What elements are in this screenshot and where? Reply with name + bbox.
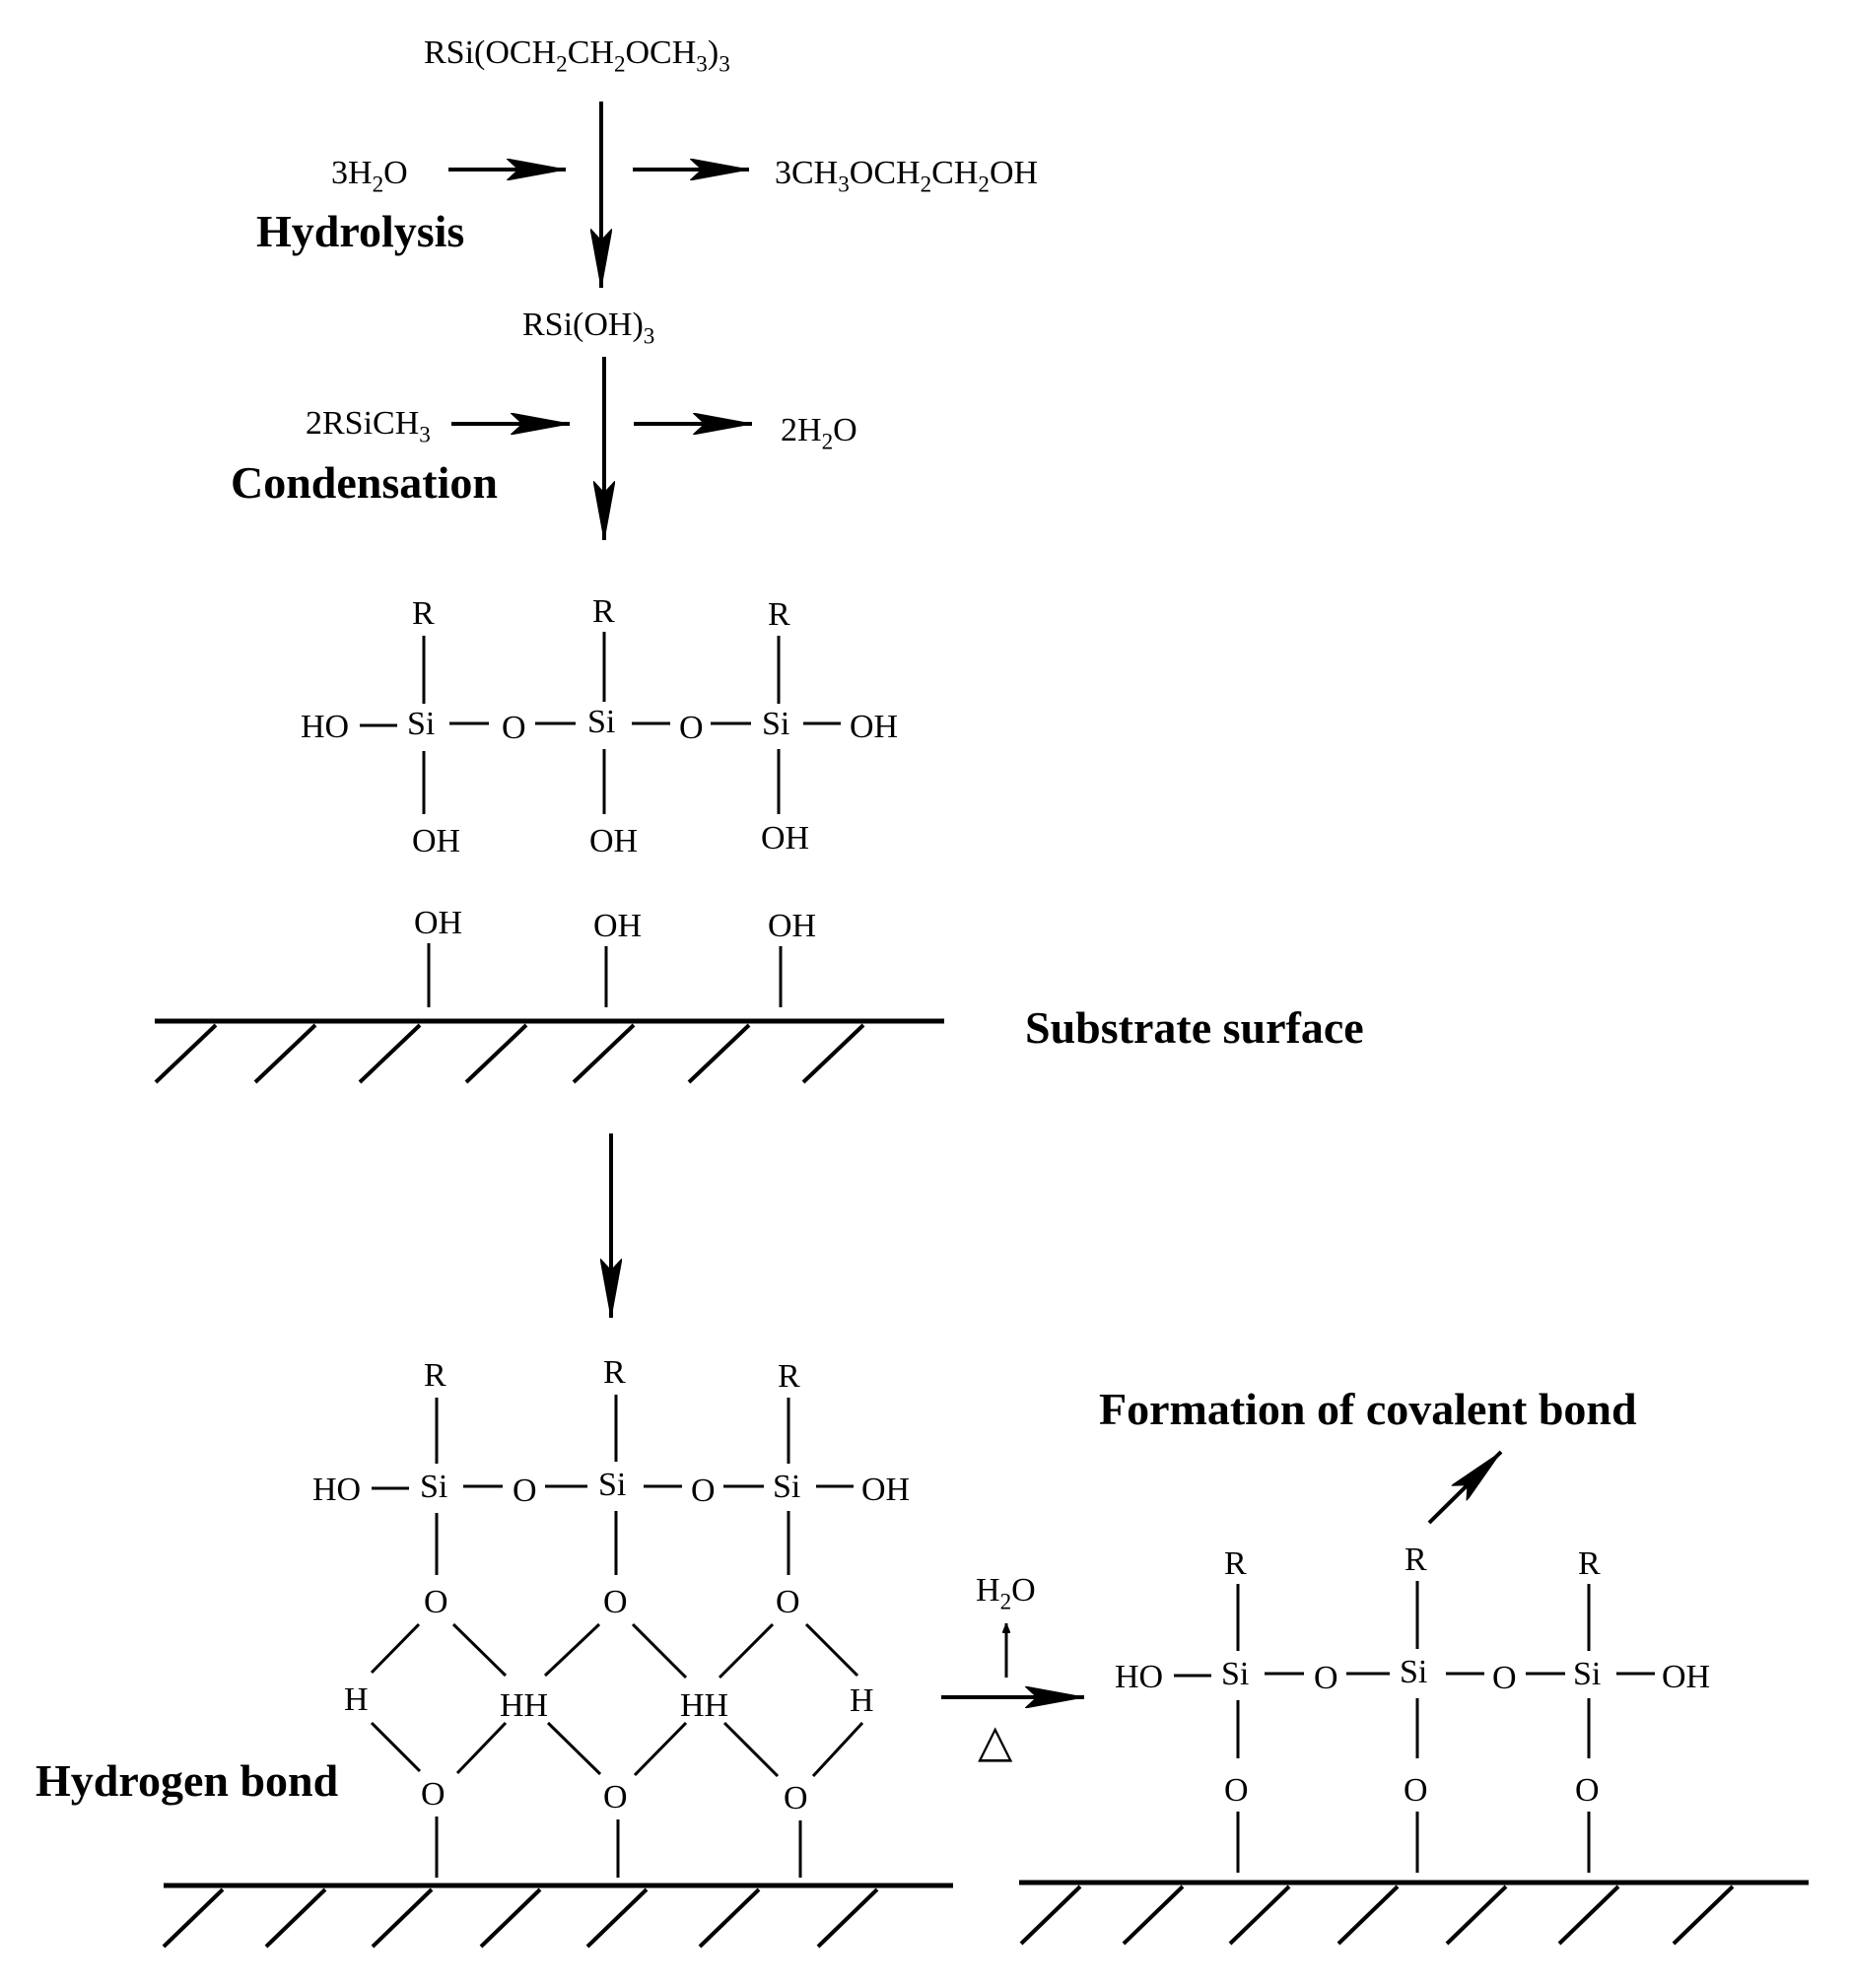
atom-ho: HO: [1115, 1659, 1163, 1695]
atom-r: R: [592, 593, 615, 630]
atom-r: R: [1224, 1545, 1247, 1582]
atom-oh: OH: [850, 709, 898, 745]
formula-byproduct-alcohol: 3CH3OCH2CH2OH: [775, 155, 1038, 198]
atom-si: Si: [587, 704, 615, 740]
atom-oh: OH: [861, 1472, 910, 1508]
oligomer-free: R R R HO Si O Si O Si OH OH OH OH: [301, 593, 898, 859]
atom-o: O: [1314, 1660, 1338, 1696]
atom-si: Si: [420, 1469, 447, 1505]
atom-ho: HO: [312, 1472, 361, 1508]
atom-oh: OH: [768, 908, 816, 944]
hydrogen-bond-lines-upper: [370, 1622, 859, 1680]
atom-o: O: [513, 1473, 537, 1509]
formula-silanol: RSi(OH)3: [522, 307, 654, 350]
atom-si: Si: [1221, 1656, 1249, 1692]
atom-hh: HH: [500, 1687, 548, 1724]
atom-o: O: [679, 710, 704, 746]
hydrogen-bonded-structure: R R R HO Si O Si O Si OH O O O: [35, 1354, 953, 1949]
atom-ho: HO: [301, 709, 349, 745]
atom-si: Si: [762, 706, 789, 742]
atom-oh: OH: [1662, 1659, 1710, 1695]
atom-r: R: [603, 1354, 626, 1391]
atom-si: Si: [773, 1469, 800, 1505]
atom-hh: HH: [680, 1687, 728, 1724]
atom-oh: OH: [589, 823, 638, 859]
atom-h: H: [344, 1681, 369, 1718]
atom-oh: OH: [414, 905, 462, 941]
label-hydrogen-bond: Hydrogen bond: [35, 1755, 339, 1806]
atom-o: O: [691, 1473, 716, 1509]
label-condensation: Condensation: [231, 457, 498, 508]
atom-si: Si: [1573, 1656, 1601, 1692]
atom-o: O: [776, 1584, 800, 1620]
atom-o: O: [1575, 1772, 1600, 1809]
heat-symbol: △: [978, 1716, 1013, 1766]
label-hydrolysis: Hydrolysis: [256, 206, 464, 256]
formula-water-out: 2H2O: [781, 412, 857, 455]
atom-h: H: [850, 1682, 874, 1719]
atom-o: O: [1404, 1772, 1428, 1809]
atom-o: O: [424, 1584, 448, 1620]
atom-o: O: [603, 1779, 628, 1816]
atom-oh: OH: [412, 823, 460, 859]
formula-start: RSi(OCH2CH2OCH3)3: [424, 34, 730, 78]
arrow-covalent-bond: [1427, 1450, 1503, 1525]
atom-si: Si: [598, 1467, 626, 1503]
atom-si: Si: [1400, 1654, 1427, 1690]
label-covalent-bond: Formation of covalent bond: [1099, 1384, 1637, 1434]
atom-o: O: [421, 1776, 445, 1813]
atom-o: O: [1224, 1772, 1249, 1809]
atom-o: O: [502, 710, 526, 746]
atom-oh: OH: [593, 908, 642, 944]
atom-o: O: [603, 1584, 628, 1620]
atom-oh: OH: [761, 820, 809, 857]
formula-water-in: 3H2O: [331, 155, 408, 198]
formula-evolved-water: H2O: [976, 1572, 1036, 1615]
covalently-bonded-structure: R R R HO Si O Si O Si OH O O O: [1019, 1542, 1809, 1946]
atom-r: R: [424, 1357, 446, 1394]
atom-r: R: [1578, 1545, 1601, 1582]
hydrogen-bond-lines-lower: [370, 1721, 864, 1778]
atom-o: O: [784, 1780, 808, 1817]
surface-hatching: [154, 1023, 865, 1084]
substrate-surface-top: OH OH OH Substrate surface: [154, 905, 1364, 1084]
atom-o: O: [1492, 1660, 1517, 1696]
formula-reagent-condensation: 2RSiCH3: [306, 405, 431, 448]
atom-r: R: [768, 596, 790, 633]
heating-step: H2O △: [941, 1572, 1084, 1766]
surface-hatching: [162, 1887, 879, 1949]
label-substrate-surface: Substrate surface: [1025, 1002, 1364, 1053]
atom-r: R: [1405, 1542, 1427, 1578]
atom-si: Si: [407, 706, 435, 742]
surface-hatching: [1019, 1885, 1735, 1946]
atom-r: R: [778, 1358, 800, 1395]
atom-r: R: [412, 595, 435, 632]
